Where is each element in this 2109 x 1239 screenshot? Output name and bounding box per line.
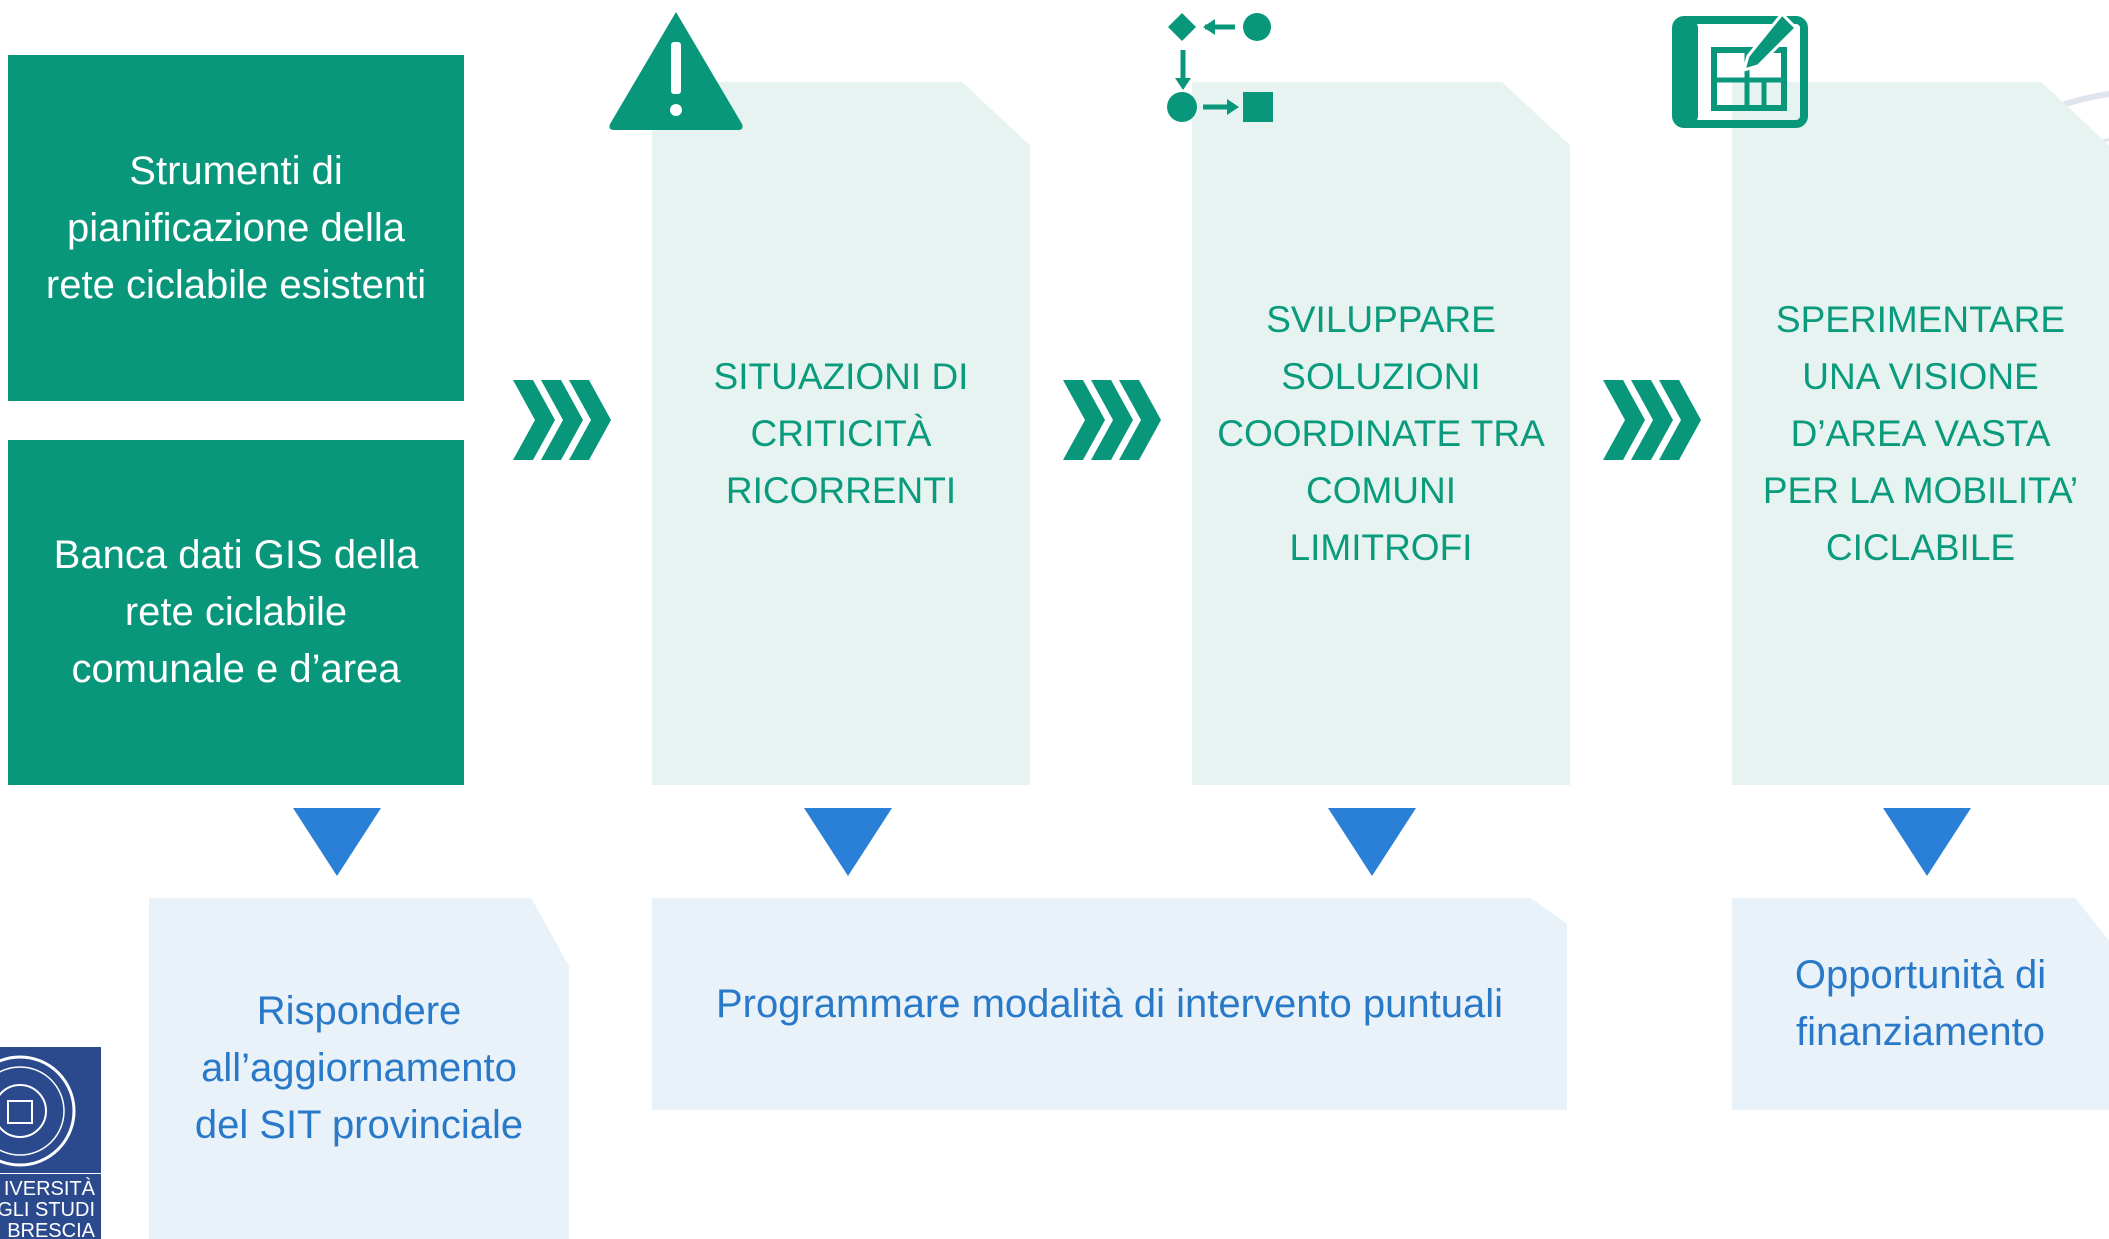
step-card-criticita: SITUAZIONI DI CRITICITÀ RICORRENTI xyxy=(652,82,1030,785)
warning-icon xyxy=(609,12,743,130)
down-arrow-4 xyxy=(1883,808,1971,876)
outcome-card-sit: Rispondere all’aggiornamento del SIT pro… xyxy=(149,898,569,1239)
chevron-arrow-2 xyxy=(1063,380,1163,460)
university-name: IVERSITÀ GLI STUDI BRESCIA xyxy=(0,1178,95,1239)
university-logo: IVERSITÀ GLI STUDI BRESCIA xyxy=(0,1047,101,1239)
planning-tools-text: Strumenti di pianificazione della rete c… xyxy=(45,148,427,307)
outcome-card-finanziamento: Opportunità di finanziamento xyxy=(1732,898,2109,1110)
outcome-card-programmare: Programmare modalità di intervento puntu… xyxy=(652,898,1567,1110)
step-card-soluzioni: SVILUPPARE SOLUZIONI COORDINATE TRA COMU… xyxy=(1192,82,1570,785)
outcome-text-programmare: Programmare modalità di intervento puntu… xyxy=(715,981,1504,1026)
planning-tools-box: Strumenti di pianificazione della rete c… xyxy=(8,55,464,401)
gis-database-text: Banca dati GIS della rete ciclabile comu… xyxy=(53,533,419,691)
down-arrow-3 xyxy=(1328,808,1416,876)
outcome-text-finanziamento: Opportunità di finanziamento xyxy=(1794,953,2047,1054)
outcome-text-sit: Rispondere all’aggiornamento del SIT pro… xyxy=(194,989,524,1147)
logo-divider xyxy=(0,1173,101,1174)
gis-database-box: Banca dati GIS della rete ciclabile comu… xyxy=(8,440,464,785)
workflow-icon xyxy=(1167,13,1273,122)
down-arrow-2 xyxy=(804,808,892,876)
chevron-arrow-1 xyxy=(513,380,613,460)
step-text-visione: SPERIMENTARE UNA VISIONE D’AREA VASTA PE… xyxy=(1762,299,2079,568)
step-card-visione: SPERIMENTARE UNA VISIONE D’AREA VASTA PE… xyxy=(1732,82,2109,785)
university-seal-icon xyxy=(0,1055,76,1167)
chevron-arrow-3 xyxy=(1603,380,1703,460)
step-text-soluzioni: SVILUPPARE SOLUZIONI COORDINATE TRA COMU… xyxy=(1217,299,1545,568)
step-text-criticita: SITUAZIONI DI CRITICITÀ RICORRENTI xyxy=(713,356,969,511)
blueprint-icon xyxy=(1672,11,1808,128)
down-arrow-1 xyxy=(293,808,381,876)
